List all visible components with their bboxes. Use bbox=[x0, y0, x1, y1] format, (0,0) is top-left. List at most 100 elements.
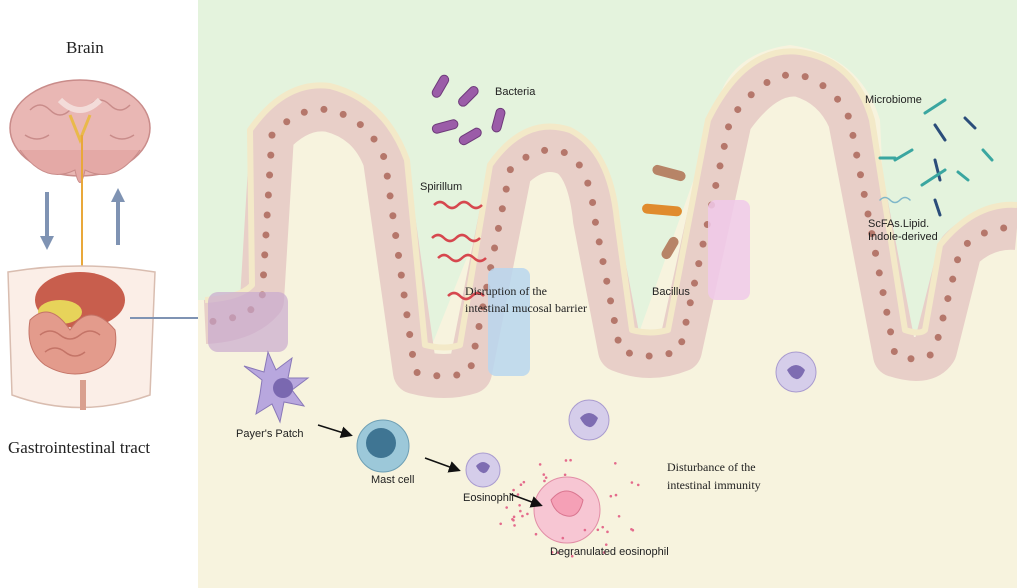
nucleus-dot bbox=[263, 211, 271, 219]
nucleus-dot bbox=[260, 271, 268, 279]
nucleus-dot bbox=[498, 205, 506, 213]
nucleus-dot bbox=[591, 218, 599, 226]
nucleus-dot bbox=[887, 328, 895, 336]
nucleus-dot bbox=[682, 318, 690, 326]
granule-dot bbox=[542, 473, 546, 476]
nucleus-dot bbox=[502, 185, 510, 193]
nucleus-dot bbox=[856, 171, 864, 179]
microbiome-icon bbox=[878, 98, 994, 217]
nucleus-dot bbox=[763, 79, 771, 87]
granule-dot bbox=[570, 554, 574, 558]
nucleus-dot bbox=[980, 229, 988, 237]
nucleus-dot bbox=[283, 118, 291, 126]
spirillum-icon bbox=[431, 200, 487, 301]
gi-tract-label: Gastrointestinal tract bbox=[8, 438, 151, 457]
granule-dot bbox=[513, 524, 516, 527]
granule-dot bbox=[550, 551, 554, 554]
granule-dot bbox=[505, 506, 508, 509]
nucleus-dot bbox=[494, 224, 502, 232]
nucleus-dot bbox=[645, 352, 653, 360]
nucleus-dot bbox=[954, 256, 962, 264]
granule-dot bbox=[604, 543, 608, 546]
granule-dot bbox=[518, 504, 521, 507]
spirillum-label: Spirillum bbox=[420, 181, 463, 193]
nucleus-dot bbox=[872, 249, 880, 257]
granule-dot bbox=[569, 458, 572, 462]
nucleus-dot bbox=[868, 230, 876, 238]
nucleus-dot bbox=[541, 146, 549, 154]
nucleus-dot bbox=[686, 299, 694, 307]
nucleus-dot bbox=[890, 348, 898, 356]
nucleus-dot bbox=[944, 295, 952, 303]
nucleus-dot bbox=[720, 142, 728, 150]
nucleus-dot bbox=[389, 212, 397, 220]
granule-dot bbox=[563, 473, 567, 477]
neutrophil-cell bbox=[775, 351, 817, 393]
brush-border bbox=[204, 48, 1017, 351]
nucleus-dot bbox=[907, 355, 915, 363]
nucleus-dot bbox=[383, 172, 391, 180]
nucleus-dot bbox=[386, 192, 394, 200]
brain-gut-arrows bbox=[40, 188, 125, 250]
nucleus-dot bbox=[599, 258, 607, 266]
brain-illustration bbox=[9, 79, 151, 183]
nucleus-dot bbox=[491, 244, 499, 252]
granule-dot bbox=[543, 479, 546, 483]
nucleus-dot bbox=[267, 151, 275, 159]
granule-dot bbox=[512, 515, 516, 519]
nucleus-dot bbox=[403, 311, 411, 319]
nucleus-dot bbox=[467, 362, 475, 370]
payers-patch-label: Payer's Patch bbox=[236, 428, 304, 440]
granule-dot bbox=[636, 483, 640, 487]
nucleus-dot bbox=[853, 151, 861, 159]
granule-dot bbox=[538, 463, 542, 466]
immunity-label-line2: intestinal immunity bbox=[667, 478, 761, 492]
granule-dot bbox=[614, 461, 617, 465]
barrier-label-line2: intestinal mucosal barrier bbox=[465, 301, 587, 315]
nucleus-dot bbox=[262, 231, 270, 239]
nucleus-dot bbox=[380, 153, 388, 161]
nucleus-dot bbox=[712, 181, 720, 189]
gi-tract-illustration bbox=[7, 265, 156, 410]
granule-dot bbox=[583, 528, 587, 532]
granule-dot bbox=[609, 494, 613, 498]
nucleus-dot bbox=[433, 372, 441, 380]
eosinophil-label: Eosinophil bbox=[463, 492, 514, 504]
granule-dot bbox=[521, 514, 524, 518]
nucleus-dot bbox=[400, 291, 408, 299]
metabolites-line1: ScFAs.Lipid. bbox=[868, 218, 930, 230]
bacteria-icon bbox=[431, 74, 506, 146]
nucleus-dot bbox=[699, 240, 707, 248]
granule-dot bbox=[561, 536, 565, 540]
granule-dot bbox=[499, 522, 502, 526]
granule-dot bbox=[564, 459, 568, 462]
nucleus-dot bbox=[963, 239, 971, 247]
granule-dot bbox=[602, 551, 606, 554]
nucleus-dot bbox=[934, 333, 942, 341]
nucleus-dot bbox=[266, 171, 274, 179]
granule-dot bbox=[617, 514, 621, 518]
brain-label: Brain bbox=[66, 38, 104, 57]
nucleus-dot bbox=[607, 297, 615, 305]
immune-pathway-arrows bbox=[317, 424, 543, 508]
granule-dot bbox=[630, 481, 634, 484]
nucleus-dot bbox=[268, 131, 276, 139]
enteroendocrine-cells bbox=[208, 292, 288, 352]
granule-dot bbox=[522, 480, 526, 484]
nucleus-dot bbox=[595, 238, 603, 246]
nucleus-dot bbox=[522, 153, 530, 161]
disrupted-barrier-cells bbox=[488, 268, 530, 376]
granule-dot bbox=[512, 519, 515, 522]
nucleus-dot bbox=[370, 135, 378, 143]
nucleus-dot bbox=[392, 232, 400, 240]
immunity-disturbance-label: Disturbance of the intestinal immunity bbox=[667, 458, 761, 494]
microbiome-label: Microbiome bbox=[865, 94, 922, 106]
nucleus-dot bbox=[678, 338, 686, 346]
degranulated-eosinophil-label: Degranulated eosinophil bbox=[550, 546, 669, 558]
nucleus-dot bbox=[691, 279, 699, 287]
nucleus-dot bbox=[747, 91, 755, 99]
epithelial-nuclei bbox=[209, 71, 1008, 380]
bacillus-icon bbox=[642, 164, 686, 260]
nucleus-dot bbox=[610, 316, 618, 324]
